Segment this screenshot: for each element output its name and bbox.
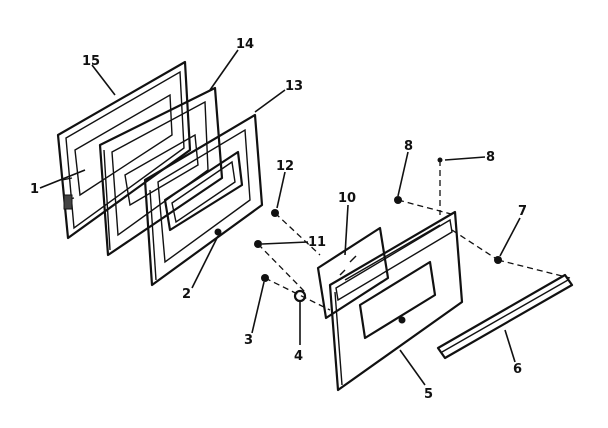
callout-13: 13 (285, 79, 303, 94)
leader-lines (39, 49, 521, 386)
part-13-door-panel (143, 113, 264, 287)
callouts: 15 14 13 1 12 11 2 3 4 10 5 6 7 8 8 (30, 37, 527, 402)
part-5-outer-door (328, 210, 464, 392)
clip-4 (293, 289, 307, 303)
fasteners (214, 157, 502, 324)
callout-1: 1 (30, 182, 39, 197)
alignment-lines (257, 160, 571, 311)
callout-11: 11 (308, 235, 326, 250)
part-15-door-liner (56, 60, 192, 240)
callout-4: 4 (294, 349, 303, 364)
callout-7: 7 (518, 204, 527, 219)
part-14-inner-panel (98, 86, 224, 257)
callout-8a: 8 (404, 139, 413, 154)
screw-2 (214, 228, 222, 236)
callout-14: 14 (236, 37, 254, 52)
callout-6: 6 (513, 362, 522, 377)
screw-5 (398, 316, 406, 324)
callout-8b: 8 (486, 150, 495, 165)
callout-10: 10 (338, 191, 356, 206)
part-10-window-glass (316, 226, 390, 320)
callout-12: 12 (276, 159, 294, 174)
callout-3: 3 (244, 333, 253, 348)
callout-2: 2 (182, 287, 191, 302)
part-6-door-handle (436, 273, 574, 360)
callout-15: 15 (82, 54, 100, 69)
callout-5: 5 (424, 387, 433, 402)
